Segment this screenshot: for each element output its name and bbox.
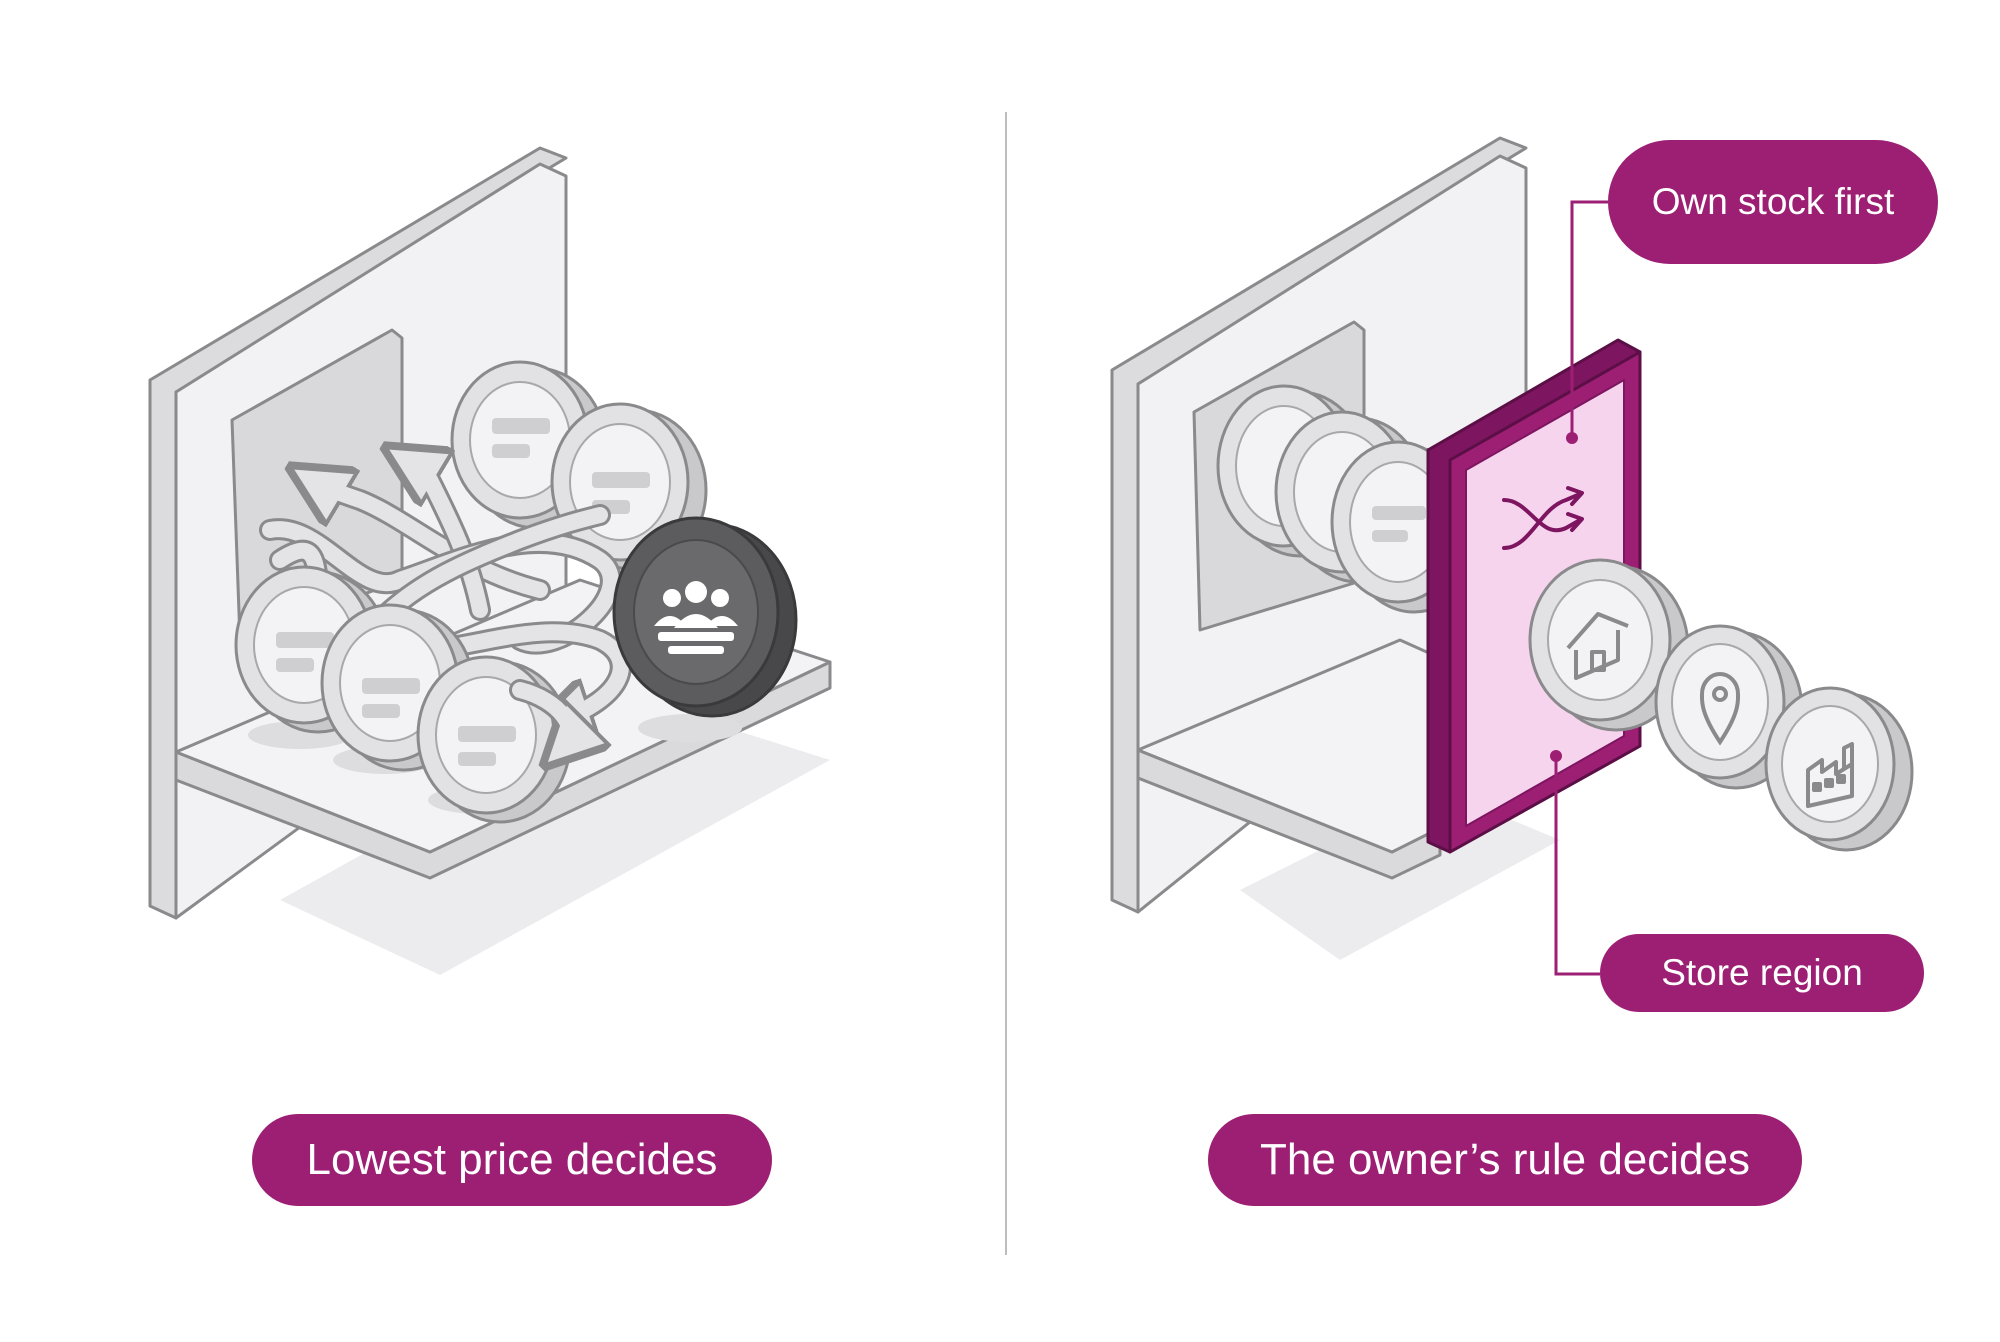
home-icon	[1566, 612, 1629, 680]
coin-dark	[612, 516, 798, 718]
callout-own-stock-first: Own stock first	[1608, 140, 1938, 264]
factory-coin	[1764, 686, 1914, 852]
home-coin	[1528, 558, 1690, 732]
users-icon	[654, 581, 738, 654]
factory-icon	[1806, 742, 1854, 808]
leader-own-stock	[1570, 200, 1608, 438]
location-pin-icon	[1699, 672, 1741, 746]
leader-dot-own	[1566, 432, 1578, 444]
caption-lowest-price: Lowest price decides	[252, 1114, 772, 1206]
coin-front-3	[416, 655, 572, 824]
caption-owners-rule: The owner’s rule decides	[1208, 1114, 1802, 1206]
left-scene	[148, 146, 832, 975]
callout-store-region: Store region	[1600, 934, 1924, 1012]
leader-store-region	[1554, 758, 1600, 976]
right-scene	[1110, 136, 1914, 976]
shuffle-icon	[1502, 486, 1584, 550]
left-floor-shadow	[280, 700, 830, 975]
leader-lines	[1554, 200, 1608, 976]
leader-dot-store	[1550, 750, 1562, 762]
